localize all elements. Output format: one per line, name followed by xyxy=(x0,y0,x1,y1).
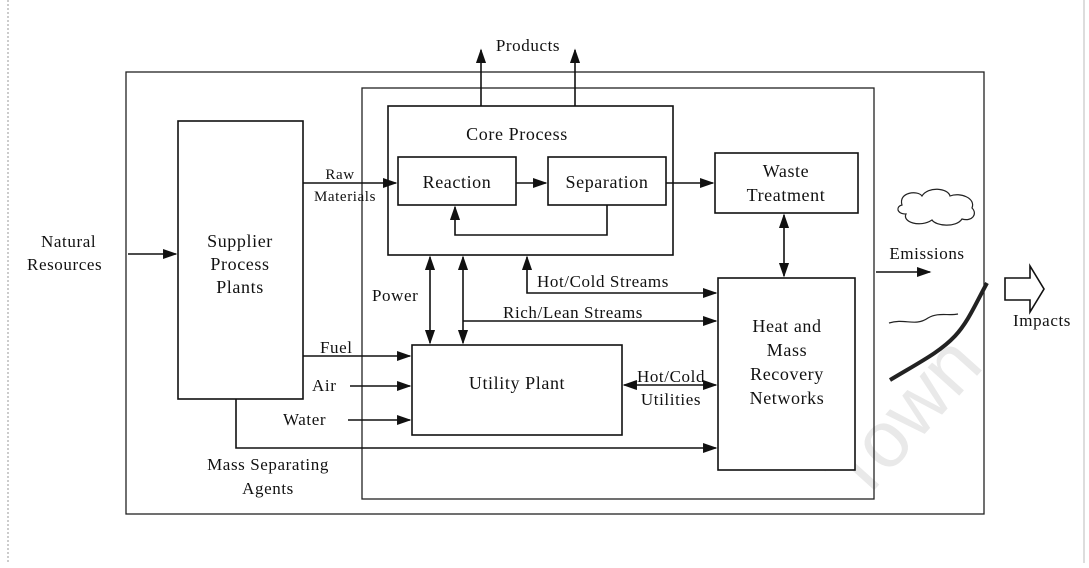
mass-separating-agents-label-2: Agents xyxy=(242,479,294,498)
heat-mass-recovery-block: Heat and Mass Recovery Networks xyxy=(718,278,855,470)
natural-resources-label-2: Resources xyxy=(27,255,102,274)
water-label: Water xyxy=(283,410,326,429)
air-label: Air xyxy=(312,376,336,395)
hot-cold-streams-label: Hot/Cold Streams xyxy=(537,272,669,291)
utility-plant-label: Utility Plant xyxy=(469,373,565,393)
rich-lean-streams-label: Rich/Lean Streams xyxy=(503,303,643,322)
raw-materials-label-2: Materials xyxy=(314,189,376,205)
heat-mass-label-2: Mass xyxy=(767,340,807,360)
impacts-label: Impacts xyxy=(1013,311,1071,330)
supplier-process-plants-block: Supplier Process Plants xyxy=(178,121,303,399)
supplier-label-1: Supplier xyxy=(207,231,273,251)
utility-plant-block: Utility Plant xyxy=(412,345,622,435)
liquid-emission-icon xyxy=(889,314,958,323)
separation-block: Separation xyxy=(548,157,666,205)
waste-label-2: Treatment xyxy=(747,185,826,205)
hot-cold-utilities-label-2: Utilities xyxy=(641,390,701,409)
core-process-label: Core Process xyxy=(466,124,568,144)
separation-label: Separation xyxy=(566,172,649,192)
fuel-label: Fuel xyxy=(320,338,353,357)
waste-label-1: Waste xyxy=(763,161,810,181)
heat-mass-label-1: Heat and xyxy=(752,316,821,336)
natural-resources-label-1: Natural xyxy=(41,232,96,251)
emissions-label: Emissions xyxy=(889,244,964,263)
raw-materials-label-1: Raw xyxy=(325,167,354,183)
mass-separating-agents-label-1: Mass Separating xyxy=(207,455,329,474)
reaction-block: Reaction xyxy=(398,157,516,205)
cloud-emission-icon xyxy=(898,189,974,225)
reaction-label: Reaction xyxy=(423,172,492,192)
hot-cold-utilities-label-1: Hot/Cold xyxy=(637,367,705,386)
supplier-label-2: Process xyxy=(210,254,269,274)
waste-treatment-block: Waste Treatment xyxy=(715,153,858,213)
products-label: Products xyxy=(496,36,560,55)
heat-mass-label-3: Recovery xyxy=(750,364,824,384)
supplier-label-3: Plants xyxy=(216,277,264,297)
power-label: Power xyxy=(372,286,418,305)
impacts-arrow-icon xyxy=(1005,266,1044,312)
heat-mass-label-4: Networks xyxy=(750,388,825,408)
